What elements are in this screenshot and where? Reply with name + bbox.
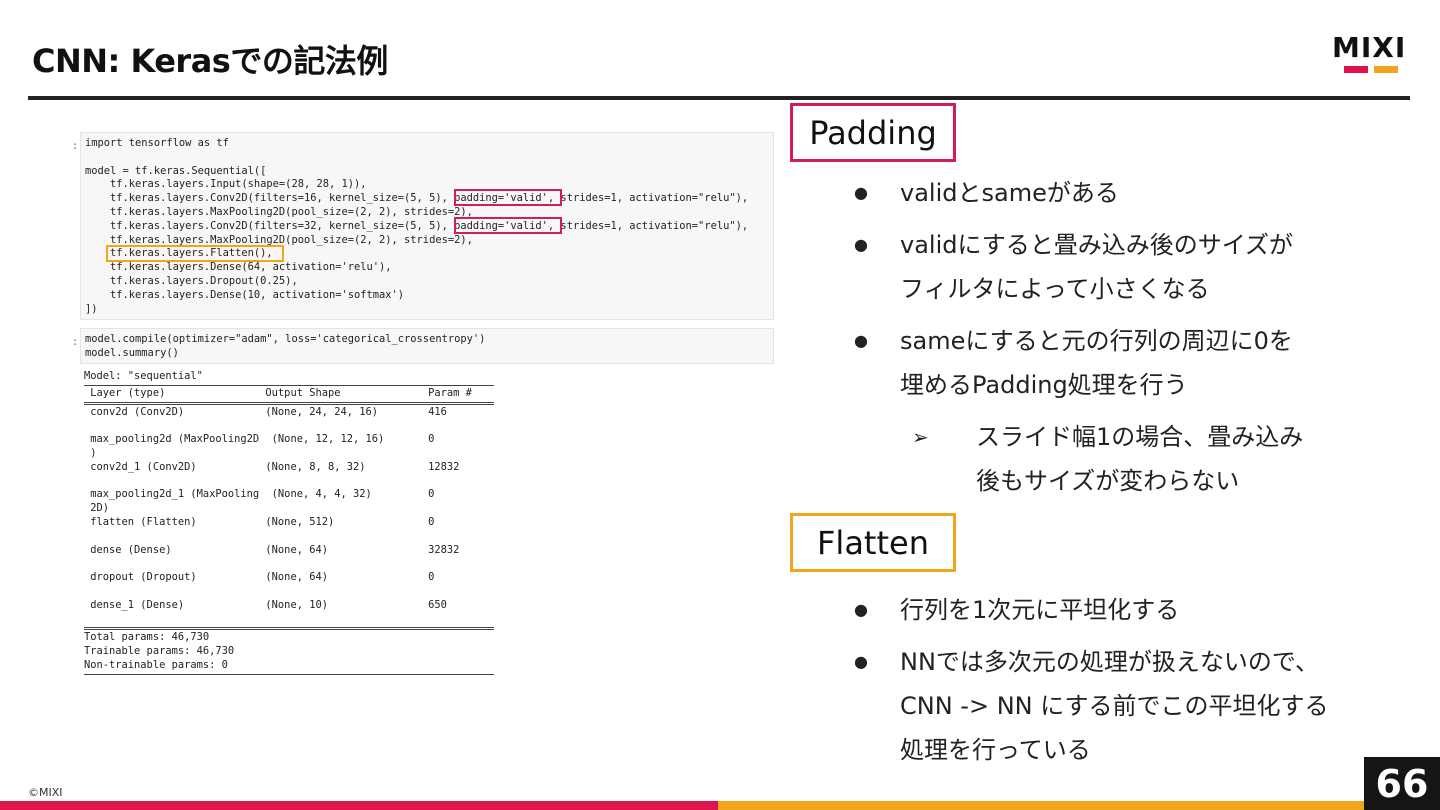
padding-highlight-2 [454, 217, 562, 234]
summary-row-line: max_pooling2d_1 (MaxPooling (None, 4, 4,… [84, 488, 435, 501]
bullet-dot-icon: ● [854, 235, 868, 254]
code-line: ]) [85, 302, 98, 315]
summary-row: flatten (Flatten) (None, 512) 0 [80, 516, 774, 544]
sub-bullet-text: スライド幅1の場合、畳み込み後もサイズが変わらない [976, 423, 1304, 495]
bullet-dot-icon: ● [854, 331, 868, 350]
bullet-text: 行列を1次元に平坦化する [900, 596, 1180, 624]
bullet-item: ● validとsameがある [846, 171, 1406, 215]
flatten-label-box: Flatten [790, 513, 956, 572]
cell-input[interactable]: model.compile(optimizer="adam", loss='ca… [80, 328, 774, 364]
code-line: model = tf.keras.Sequential([ [85, 164, 267, 177]
footer-bar-orange [718, 801, 1364, 810]
code-line: tf.keras.layers.Dense(10, activation='so… [85, 288, 405, 301]
summary-rule [84, 673, 494, 675]
code-line: model.compile(optimizer="adam", loss='ca… [85, 333, 486, 345]
mixi-logo: MIXI [1332, 34, 1412, 76]
summary-row-line: 2D) [84, 502, 110, 515]
cell-prompt: : [72, 336, 79, 348]
logo-bars [1332, 66, 1412, 73]
code-line: model.summary() [85, 346, 179, 359]
bullet-dot-icon: ● [854, 652, 868, 671]
summary-row: conv2d_1 (Conv2D) (None, 8, 8, 32) 12832 [80, 461, 774, 489]
summary-model-line: Model: "sequential" [84, 370, 203, 382]
logo-text: MIXI [1332, 31, 1407, 64]
summary-row: dense (Dense) (None, 64) 32832 [80, 544, 774, 572]
code-line: tf.keras.layers.MaxPooling2D(pool_size=(… [85, 205, 473, 218]
flatten-highlight [106, 245, 284, 262]
copyright: ©MIXI [28, 786, 63, 799]
footer-bar-pink [0, 801, 718, 810]
cell-input[interactable]: import tensorflow as tf model = tf.keras.… [80, 132, 774, 320]
bullet-item: ● 行列を1次元に平坦化する [846, 588, 1406, 632]
page-number: 66 [1364, 757, 1440, 810]
summary-rule [84, 384, 494, 386]
summary-row-line: ) [84, 446, 97, 459]
summary-row-line: dropout (Dropout) (None, 64) 0 [84, 571, 435, 584]
bullet-item: ● NNでは多次元の処理が扱えないので、CNN -> NN にする前でこの平坦化す… [846, 640, 1406, 772]
cell-prompt: : [72, 140, 79, 152]
summary-total: Total params: 46,730 [84, 631, 210, 644]
code-panel: : import tensorflow as tf model = tf.kera… [72, 128, 774, 752]
sub-bullet-item: ➢ スライド幅1の場合、畳み込み後もサイズが変わらない [846, 415, 1406, 503]
slide-title: CNN: Kerasでの記法例 [32, 42, 388, 80]
code-line: tf.keras.layers.Dropout(0.25), [85, 274, 298, 287]
code-cell-1: : import tensorflow as tf model = tf.kera… [72, 132, 774, 320]
logo-bar-orange [1374, 66, 1398, 73]
summary-row-line: max_pooling2d (MaxPooling2D (None, 12, 1… [84, 433, 435, 446]
code-line: tf.keras.layers.Conv2D(filters=16, kerne… [85, 192, 749, 205]
summary-row-line: dense_1 (Dense) (None, 10) 650 [84, 598, 447, 611]
summary-total: Trainable params: 46,730 [84, 645, 235, 658]
arrow-icon: ➢ [912, 425, 929, 449]
summary-row-line: conv2d (Conv2D) (None, 24, 24, 16) 416 [84, 405, 447, 418]
summary-total: Non-trainable params: 0 [84, 658, 228, 671]
title-rule [28, 96, 1410, 100]
summary-row: dense_1 (Dense) (None, 10) 650 [80, 599, 774, 627]
bullet-text: validとsameがある [900, 179, 1119, 207]
code-cell-2: : model.compile(optimizer="adam", loss='… [72, 328, 774, 364]
bullet-dot-icon: ● [854, 600, 868, 619]
padding-label-box: Padding [790, 103, 956, 162]
bullet-text: sameにすると元の行列の周辺に0を埋めるPadding処理を行う [900, 327, 1293, 399]
bullet-text: NNでは多次元の処理が扱えないので、CNN -> NN にする前でこの平坦化する… [900, 648, 1329, 764]
summary-output: Model: "sequential" Layer (type) Output … [80, 370, 774, 676]
summary-header: Layer (type) Output Shape Param # [84, 386, 472, 399]
code-line: tf.keras.layers.MaxPooling2D(pool_size=(… [85, 233, 473, 246]
padding-bullets: ● validとsameがある ● validにすると畳み込み後のサイズがフィルタによ… [846, 171, 1406, 503]
summary-rule [84, 401, 494, 405]
summary-row: max_pooling2d (MaxPooling2D (None, 12, 1… [80, 433, 774, 461]
bullet-item: ● sameにすると元の行列の周辺に0を埋めるPadding処理を行う [846, 319, 1406, 407]
code-line: tf.keras.layers.Dense(64, activation='re… [85, 261, 392, 274]
flatten-label: Flatten [817, 523, 929, 562]
summary-row-line: conv2d_1 (Conv2D) (None, 8, 8, 32) 12832 [84, 460, 460, 473]
bullet-item: ● validにすると畳み込み後のサイズがフィルタによって小さくなる [846, 223, 1406, 311]
logo-bar-pink [1344, 66, 1368, 73]
bullet-text: validにすると畳み込み後のサイズがフィルタによって小さくなる [900, 231, 1293, 303]
code-line: tf.keras.layers.Flatten(), [85, 247, 273, 260]
code-line: import tensorflow as tf [85, 137, 229, 149]
flatten-bullets: ● 行列を1次元に平坦化する ● NNでは多次元の処理が扱えないので、CNN -> N… [846, 588, 1406, 780]
padding-label: Padding [809, 113, 937, 152]
code-line: tf.keras.layers.Conv2D(filters=32, kerne… [85, 219, 749, 232]
summary-row: max_pooling2d_1 (MaxPooling (None, 4, 4,… [80, 488, 774, 516]
summary-rule [84, 627, 494, 631]
padding-highlight-1 [454, 189, 562, 206]
code-line [81, 151, 773, 165]
bullet-dot-icon: ● [854, 183, 868, 202]
summary-row: conv2d (Conv2D) (None, 24, 24, 16) 416 [80, 406, 774, 434]
summary-row-line: dense (Dense) (None, 64) 32832 [84, 543, 460, 556]
summary-row: dropout (Dropout) (None, 64) 0 [80, 571, 774, 599]
code-line: tf.keras.layers.Input(shape=(28, 28, 1))… [85, 178, 367, 191]
summary-row-line: flatten (Flatten) (None, 512) 0 [84, 515, 435, 528]
